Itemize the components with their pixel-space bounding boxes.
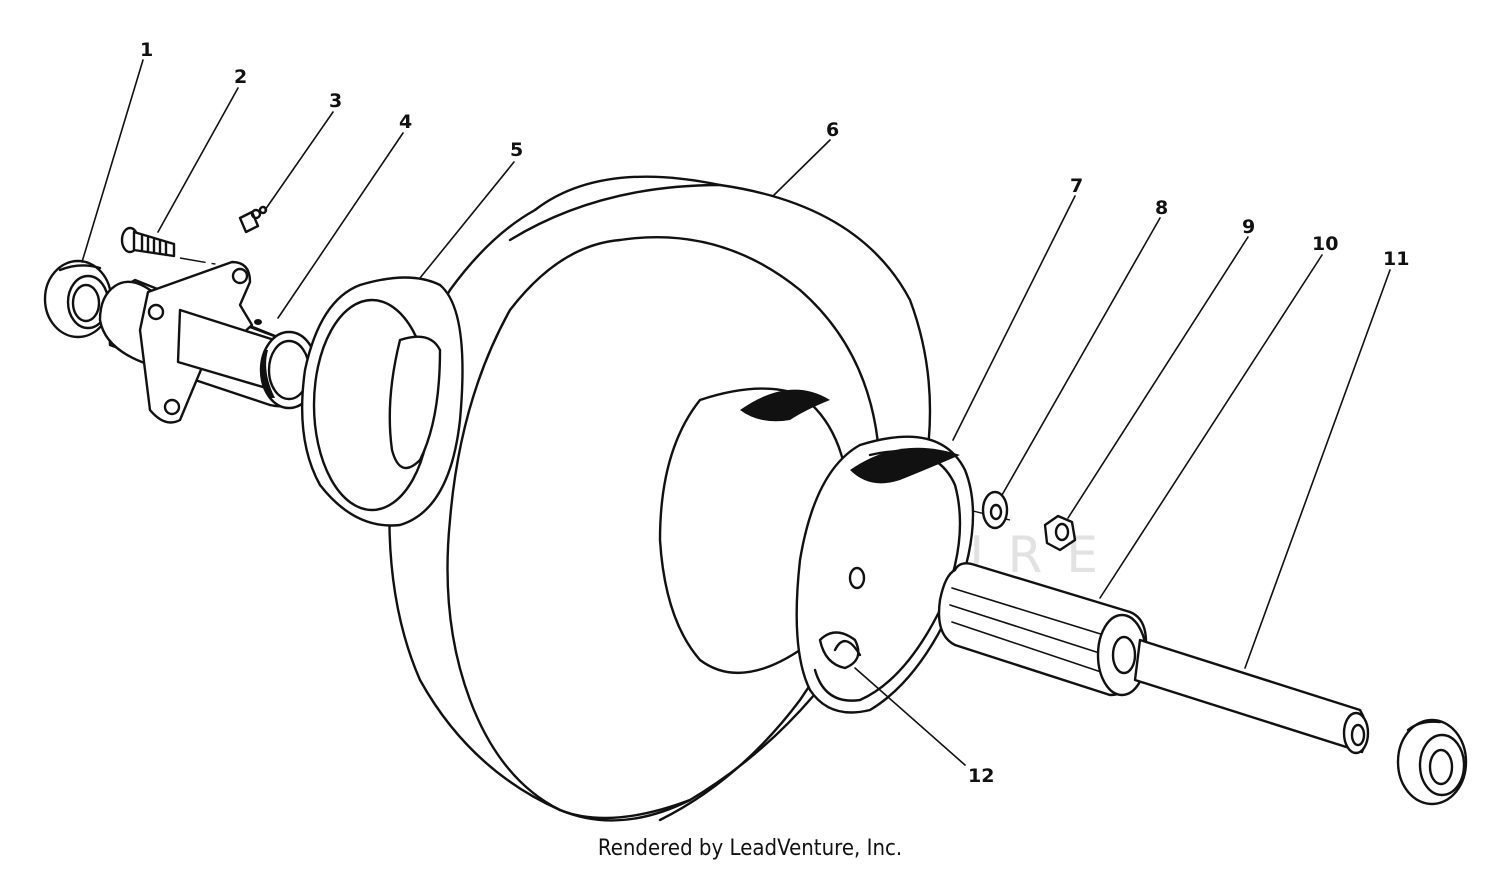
- callout-10: 10: [1312, 233, 1338, 255]
- part-10-spacer-tube: [937, 562, 1148, 697]
- callout-12: 12: [968, 765, 994, 787]
- callout-5: 5: [510, 139, 523, 161]
- callout-1: 1: [140, 39, 153, 61]
- callout-3: 3: [329, 90, 342, 112]
- part-bearing-cap-right: [1396, 718, 1468, 806]
- part-1-bearing-cap: [43, 259, 113, 339]
- callout-11: 11: [1383, 248, 1409, 270]
- callout-8: 8: [1155, 197, 1168, 219]
- callout-6: 6: [826, 119, 839, 141]
- part-8-washer: [981, 490, 1009, 530]
- part-11-axle-tube: [1133, 638, 1370, 755]
- part-4-hub: [98, 260, 319, 424]
- part-2-bolt: [120, 226, 176, 258]
- part-5-rim-half-left: [300, 276, 464, 527]
- callout-7: 7: [1070, 175, 1083, 197]
- callout-4: 4: [399, 111, 412, 133]
- part-7-rim-half-right: [795, 435, 975, 714]
- callout-labels: 1 2 3 4 5 6 7 8 9 10 11 12: [140, 39, 1409, 787]
- credit-text: Rendered by LeadVenture, Inc.: [597, 836, 903, 861]
- leader-lines: [81, 59, 1391, 766]
- part-3-grease-fitting: [238, 205, 268, 234]
- callout-2: 2: [234, 66, 247, 88]
- part-9-nut: [1043, 514, 1077, 552]
- callout-9: 9: [1242, 216, 1255, 238]
